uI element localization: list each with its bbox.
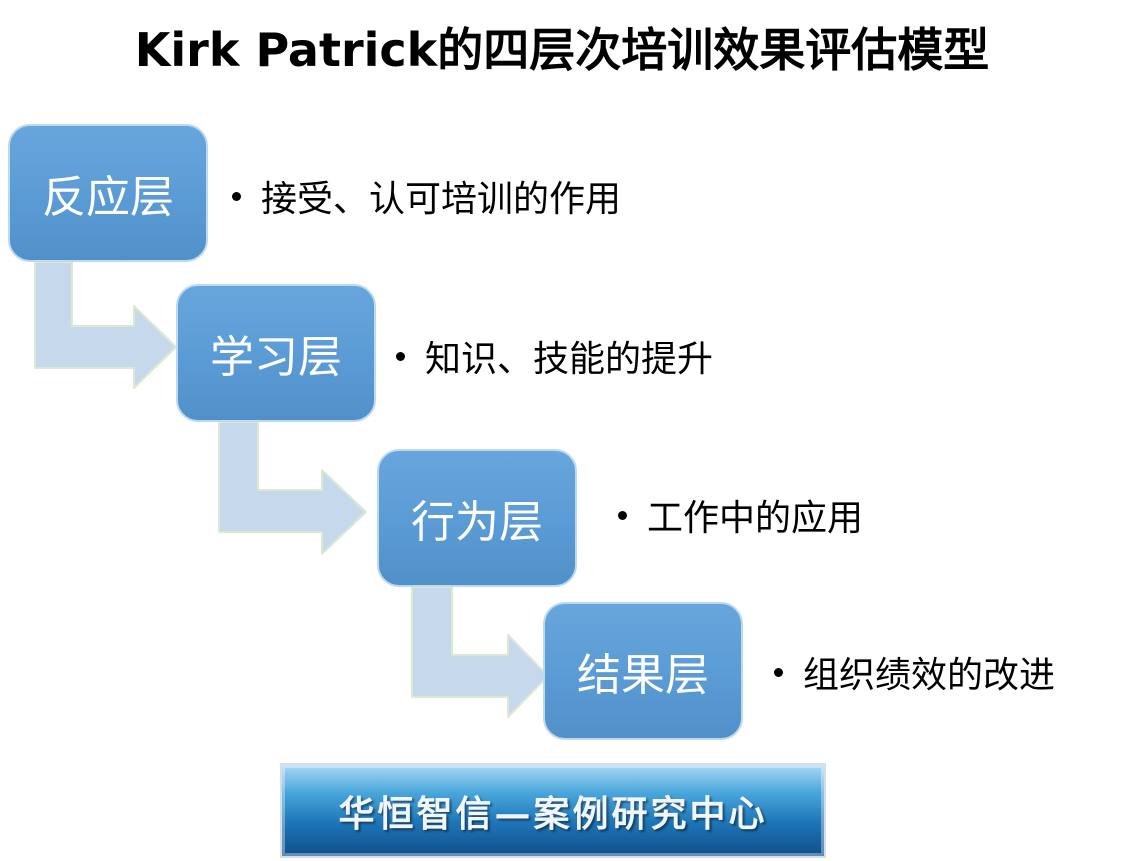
- bullet-dot-icon: [396, 351, 405, 361]
- bullet-dot-icon: [774, 667, 783, 677]
- level-description-learning: 知识、技能的提升: [396, 330, 713, 382]
- bent-arrow-2-to-3: [218, 421, 367, 555]
- bent-arrow-3-to-4: [411, 586, 549, 718]
- level-box-learning: 学习层: [176, 284, 376, 422]
- level-description-results: 组织绩效的改进: [774, 646, 1055, 698]
- level-label: 结果层: [577, 650, 709, 701]
- level-description-reaction: 接受、认可培训的作用: [232, 170, 621, 222]
- bent-arrow-1-to-2: [34, 261, 177, 389]
- source-banner: 华恒智信—案例研究中心: [280, 763, 826, 858]
- level-box-results: 结果层: [543, 602, 743, 740]
- bullet-dot-icon: [618, 510, 627, 520]
- level-label: 反应层: [42, 172, 174, 223]
- level-description-behavior: 工作中的应用: [618, 489, 863, 541]
- bullet-dot-icon: [232, 191, 241, 201]
- level-box-behavior: 行为层: [377, 449, 577, 587]
- level-label: 学习层: [210, 332, 342, 383]
- level-box-reaction: 反应层: [8, 124, 208, 262]
- level-label: 行为层: [411, 497, 543, 548]
- banner-text: 华恒智信—案例研究中心: [338, 792, 768, 835]
- diagram-title: Kirk Patrick的四层次培训效果评估模型: [134, 23, 990, 77]
